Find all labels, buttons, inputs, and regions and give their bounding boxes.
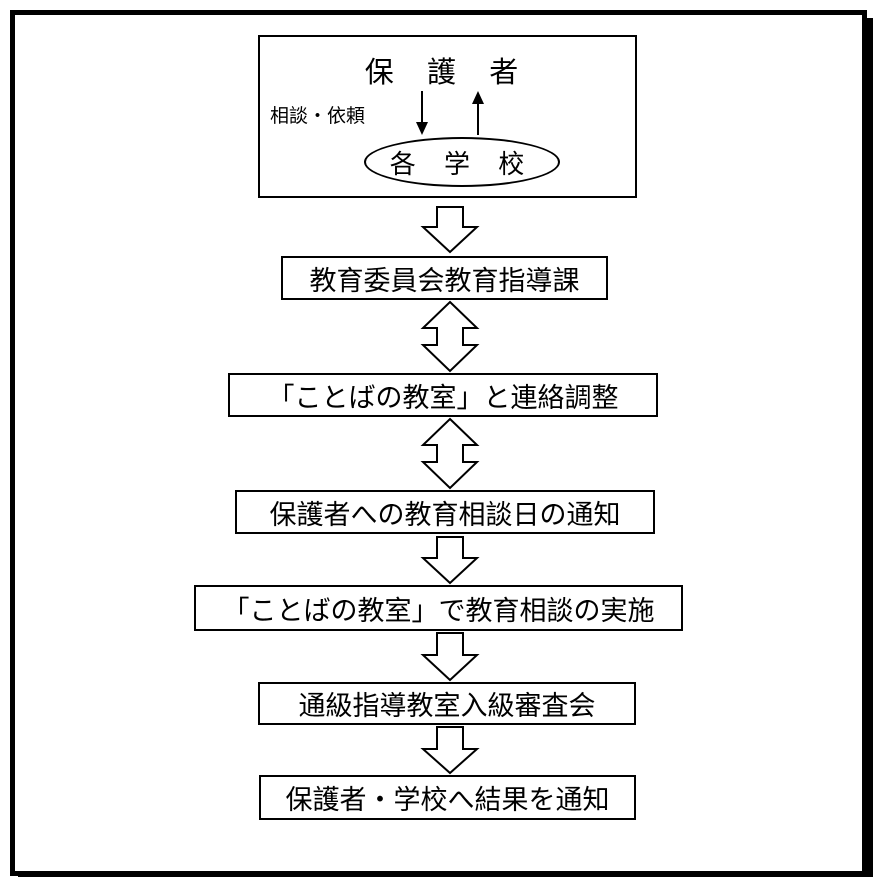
guardian-label: 保 護 者 <box>364 55 531 89</box>
bidirectional-arrow-icon <box>420 300 480 373</box>
frame-shadow-right <box>867 18 873 874</box>
down-arrow-icon <box>420 206 480 254</box>
down-arrow-icon <box>420 726 480 775</box>
response-arrow-up <box>472 91 484 135</box>
down-arrow-icon <box>420 632 480 682</box>
down-arrow-icon <box>420 536 480 585</box>
schools-ellipse: 各 学 校 <box>364 137 560 187</box>
step-coordination-with-language-class: 「ことばの教室」と連絡調整 <box>228 373 658 417</box>
consultation-label: 相談・依頼 <box>270 105 366 127</box>
step-admission-review-meeting: 通級指導教室入級審査会 <box>258 682 636 725</box>
step-consultation-date-notice: 保護者への教育相談日の通知 <box>235 490 655 534</box>
step-consultation-conducted: 「ことばの教室」で教育相談の実施 <box>194 585 683 631</box>
step-result-notification: 保護者・学校へ結果を通知 <box>259 775 636 820</box>
bidirectional-arrow-icon <box>420 417 480 490</box>
step-education-guidance-division: 教育委員会教育指導課 <box>281 256 608 300</box>
request-arrow-down <box>416 91 428 135</box>
guardian-school-box: 保 護 者 相談・依頼 各 学 校 <box>258 35 637 198</box>
frame-shadow-bottom <box>18 871 873 877</box>
